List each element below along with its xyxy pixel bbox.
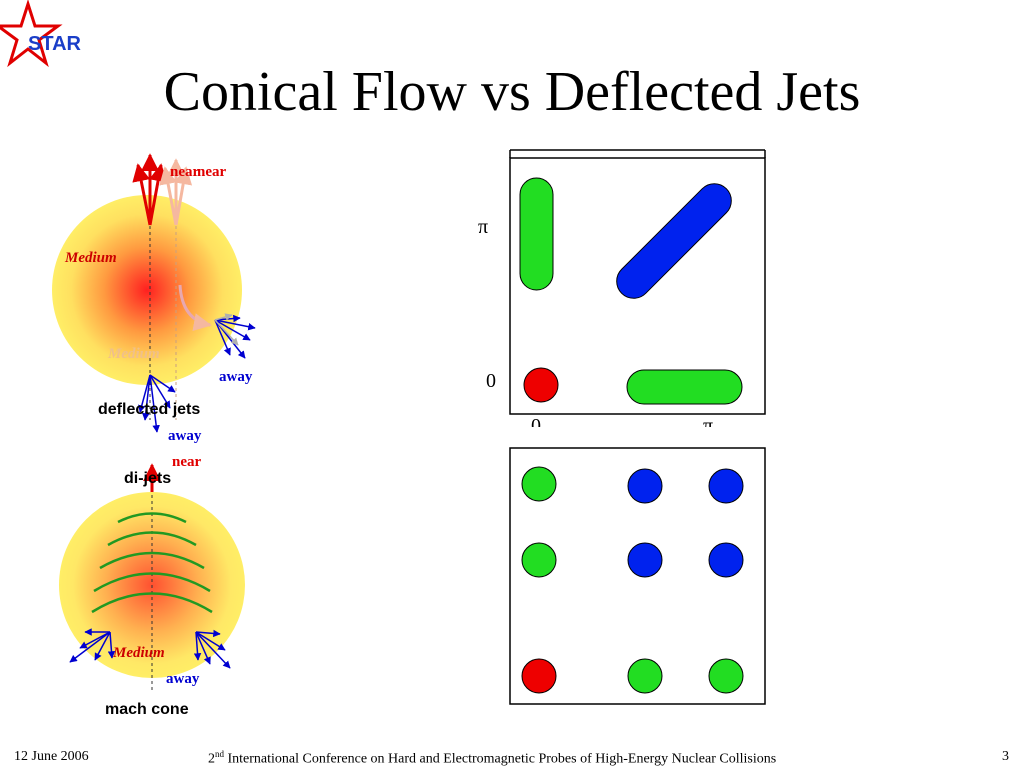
axis-label-pi-x: π [703, 415, 714, 427]
away-label-deflected: away [219, 369, 253, 385]
blob-green-vertical [519, 177, 554, 291]
star-logo-text: STAR [28, 33, 82, 55]
footer-conference-ordinal: 2 [208, 751, 215, 767]
dot-green [521, 466, 557, 502]
dot-blue [708, 468, 744, 504]
dot-green [708, 658, 744, 694]
di-jets-caption: di-jets [124, 470, 172, 487]
jet-diagrams [52, 153, 256, 690]
medium-label-mach: Medium [113, 645, 165, 661]
footer-conference-suffix: nd [215, 749, 224, 759]
page-title: Conical Flow vs Deflected Jets [163, 61, 861, 123]
mach-cone-caption: mach cone [105, 701, 189, 718]
deflection-path [178, 284, 212, 332]
away-label-dijet: away [168, 428, 202, 444]
dot-red-top [523, 367, 559, 403]
dot-blue [708, 542, 744, 578]
near-jet-arrows [132, 153, 167, 226]
near-label-ghost: near [197, 164, 227, 180]
star-logo-star-icon [0, 0, 63, 68]
footer-conference: 2nd International Conference on Hard and… [208, 749, 776, 768]
footer-date: 12 June 2006 [14, 749, 89, 764]
away-label-mach: away [166, 671, 200, 687]
medium-label-ghost: Medium [108, 346, 160, 362]
footer-page-number: 3 [1002, 749, 1009, 764]
away-arrows-mach-left [69, 628, 116, 663]
near-jet-arrows-ghost [159, 158, 193, 226]
away-jet-arrows-dijet [138, 374, 176, 433]
near-label-mach: near [172, 454, 202, 470]
blob-blue-diagonal [616, 183, 732, 299]
mach-wavefronts [91, 512, 213, 614]
dot-green [627, 658, 663, 694]
medium-sphere-deflected [52, 195, 242, 385]
dot-red [521, 658, 557, 694]
footer-conference-name: International Conference on Hard and Ele… [224, 751, 777, 767]
dot-green [521, 542, 557, 578]
away-arrows-mach-right [193, 629, 231, 669]
axis-label-pi-y: π [478, 216, 489, 238]
dot-blue [627, 542, 663, 578]
dot-blue [627, 468, 663, 504]
blob-green-horizontal [626, 369, 743, 405]
near-label: near [170, 164, 200, 180]
star-logo: STAR [0, 0, 100, 76]
medium-label-deflected: Medium [65, 250, 117, 266]
axis-label-zero-x: 0 [531, 415, 541, 427]
away-jet-arrows-ghost [214, 313, 239, 346]
deflected-jets-caption: deflected jets [98, 401, 201, 418]
correlation-plots [509, 149, 766, 705]
axis-label-zero-y: 0 [486, 370, 496, 392]
